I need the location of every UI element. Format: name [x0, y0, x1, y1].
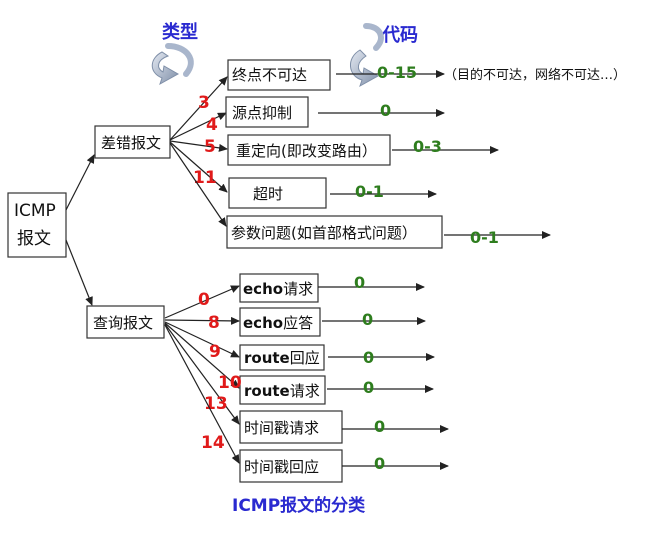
- code-value: 0-1: [470, 228, 499, 247]
- message-label: route回应: [244, 349, 320, 367]
- edge-query-to-timestamp-reply: [164, 324, 240, 464]
- edge-error-to-parameter-problem: [169, 142, 227, 227]
- message-label: 终点不可达: [232, 66, 307, 84]
- edge-error-to-redirect: [169, 140, 228, 152]
- message-label: 重定向(即改变路由）: [236, 142, 377, 160]
- message-label: echo请求: [243, 280, 313, 298]
- type-header: 类型: [162, 21, 198, 43]
- edge-query-to-echo-reply: [164, 316, 240, 325]
- message-label: 时间戳请求: [244, 419, 319, 437]
- code-value: 0-1: [355, 182, 384, 201]
- type-number: 0: [198, 290, 210, 310]
- code-value: 0: [354, 273, 365, 292]
- type-curl-arrow-icon: [151, 43, 194, 86]
- message-label: echo应答: [243, 314, 313, 332]
- icmp-message-root: ICMP 报文: [7, 192, 67, 258]
- code-value: 0: [374, 454, 385, 473]
- code-curl-arrow-icon: [350, 23, 384, 88]
- error-row-destination-unreachable: 终点不可达 3 0-15 （目的不可达，网络不可达…）: [169, 59, 626, 141]
- type-number: 8: [208, 313, 220, 333]
- code-note: （目的不可达，网络不可达…）: [444, 67, 626, 83]
- query-row-echo-reply: echo应答 8 0: [164, 307, 426, 337]
- diagram-caption: ICMP报文的分类: [232, 495, 366, 516]
- code-value: 0: [362, 310, 373, 329]
- message-label: 源点抑制: [232, 104, 292, 122]
- edge-error-to-dest-unreachable: [169, 76, 228, 141]
- error-row-redirect: 重定向(即改变路由） 5 0-3: [169, 134, 499, 166]
- code-value: 0-3: [413, 137, 442, 156]
- type-number: 5: [204, 137, 216, 157]
- error-row-source-quench: 源点抑制 4 0: [169, 96, 445, 141]
- edge-error-to-source-quench: [169, 112, 227, 141]
- code-value: 0: [363, 378, 374, 397]
- message-label: 参数问题(如首部格式问题）: [231, 224, 417, 242]
- code-value: 0: [374, 417, 385, 436]
- query-row-route-request: route请求 10 0: [164, 322, 434, 405]
- code-header: 代码: [381, 25, 418, 46]
- error-row-time-exceeded: 超时 11 0-1: [169, 141, 437, 209]
- code-value: 0-15: [377, 63, 417, 82]
- edge-root-to-query: [65, 239, 93, 306]
- error-message-group: 差错报文: [94, 125, 171, 159]
- edge-query-to-timestamp-request: [164, 323, 240, 425]
- root-label-line2: 报文: [17, 229, 51, 249]
- type-number: 10: [218, 373, 242, 393]
- type-number: 4: [206, 115, 218, 135]
- type-number: 3: [198, 93, 210, 113]
- type-number: 11: [193, 168, 217, 188]
- error-group-label: 差错报文: [101, 134, 161, 152]
- message-label: route请求: [244, 382, 320, 400]
- edge-query-to-echo-request: [164, 285, 240, 319]
- edge-query-to-route-request: [164, 322, 240, 389]
- code-value: 0: [380, 101, 391, 120]
- type-number: 9: [209, 342, 221, 362]
- type-number: 14: [201, 433, 225, 453]
- query-row-echo-request: echo请求 0 0: [164, 273, 425, 319]
- edge-error-to-time-exceeded: [169, 141, 228, 193]
- root-label-line1: ICMP: [14, 201, 56, 221]
- query-row-route-reply: route回应 9 0: [164, 321, 435, 371]
- query-group-label: 查询报文: [93, 314, 153, 332]
- query-row-timestamp-reply: 时间戳回应 14 0: [164, 324, 449, 483]
- error-row-parameter-problem: 参数问题(如首部格式问题） 0-1: [169, 142, 551, 249]
- query-message-group: 查询报文: [86, 305, 165, 339]
- edge-query-to-route-reply: [164, 321, 240, 358]
- code-value: 0: [363, 348, 374, 367]
- edge-root-to-error: [65, 154, 95, 211]
- message-label: 时间戳回应: [244, 458, 319, 476]
- message-label: 超时: [253, 185, 283, 203]
